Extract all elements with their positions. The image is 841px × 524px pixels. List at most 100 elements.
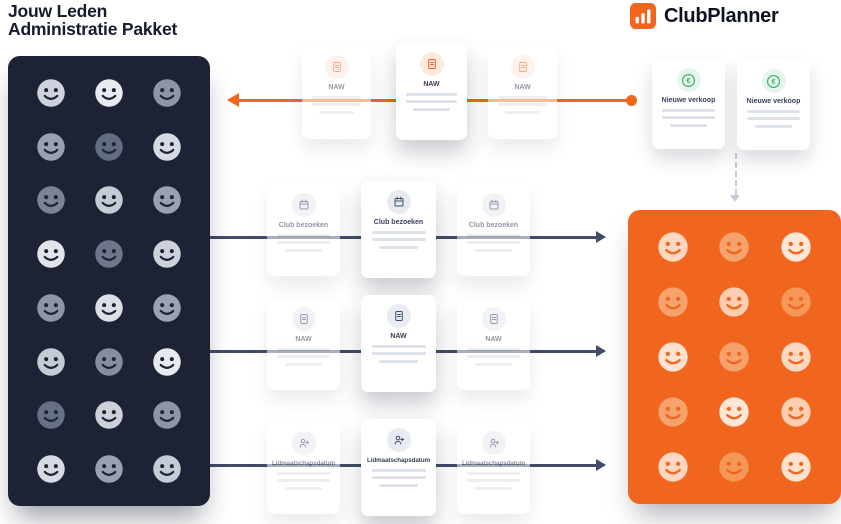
- member-smiley-icon: [94, 239, 124, 269]
- clubplanner-logo: ClubPlanner: [630, 3, 779, 29]
- member-smiley-icon: [36, 293, 66, 323]
- member-smiley-icon: [152, 400, 182, 430]
- card-label: NAW: [390, 333, 407, 340]
- member-smiley-icon: [152, 185, 182, 215]
- naw-card: NAW: [488, 46, 557, 139]
- placeholder-line: [474, 362, 513, 366]
- club-bezoeken-card: Club bezoeken: [457, 184, 530, 276]
- placeholder-line: [311, 103, 362, 106]
- lidmaatschapsdatum-card: Lidmaatschapsdatum: [267, 422, 340, 514]
- placeholder-line: [318, 110, 355, 114]
- member-smiley-icon: [152, 239, 182, 269]
- member-smiley-icon: [152, 347, 182, 377]
- placeholder-line: [277, 471, 330, 475]
- placeholder-line: [497, 103, 548, 106]
- placeholder-line: [284, 486, 323, 490]
- member-smiley-icon: [36, 132, 66, 162]
- document-icon: [386, 304, 411, 328]
- lidmaatschapsdatum-card: Lidmaatschapsdatum: [457, 422, 530, 514]
- arrow-left-icon: [227, 93, 239, 107]
- placeholder-line: [371, 230, 426, 234]
- member-add-icon: [386, 428, 411, 452]
- member-smiley-icon: [780, 341, 812, 373]
- member-smiley-icon: [718, 231, 750, 263]
- placeholder-line: [371, 352, 426, 355]
- member-smiley-icon: [94, 347, 124, 377]
- card-label: NAW: [423, 81, 440, 88]
- placeholder-line: [371, 476, 426, 479]
- placeholder-line: [405, 92, 458, 96]
- naw-card: NAW: [457, 298, 530, 390]
- member-smiley-icon: [36, 400, 66, 430]
- member-smiley-icon: [94, 400, 124, 430]
- placeholder-line: [754, 124, 793, 128]
- card-label: Club bezoeken: [278, 222, 329, 229]
- page-title: Jouw Leden Administratie Pakket: [8, 2, 177, 38]
- naw-card: NAW: [267, 298, 340, 390]
- placeholder-line: [371, 238, 426, 241]
- bar-chart-icon: [630, 3, 656, 29]
- member-smiley-icon: [94, 185, 124, 215]
- naw-card: NAW: [361, 295, 436, 392]
- placeholder-line: [669, 123, 708, 127]
- placeholder-line: [497, 95, 548, 99]
- card-label: Nieuwe verkoop: [746, 98, 801, 105]
- member-add-icon: [291, 431, 316, 455]
- placeholder-line: [504, 110, 541, 114]
- member-smiley-icon: [152, 78, 182, 108]
- member-smiley-icon: [94, 78, 124, 108]
- placeholder-line: [747, 109, 800, 113]
- clubplanner-panel: [628, 210, 841, 504]
- document-icon: [324, 55, 349, 79]
- arrow-down-icon: [730, 195, 740, 202]
- nieuwe-verkoop-card: Nieuwe verkoop: [737, 60, 810, 150]
- placeholder-line: [371, 468, 426, 472]
- member-smiley-icon: [36, 78, 66, 108]
- member-smiley-icon: [36, 454, 66, 484]
- card-label: Club bezoeken: [373, 219, 424, 226]
- page-title-line1: Jouw Leden: [8, 1, 108, 21]
- calendar-icon: [291, 193, 316, 217]
- dashed-down-arrow-line: [735, 153, 737, 195]
- arrow-right-icon: [596, 345, 606, 357]
- placeholder-line: [277, 347, 330, 351]
- member-smiley-icon: [718, 341, 750, 373]
- arrow-right-icon: [596, 231, 606, 243]
- member-smiley-icon: [152, 293, 182, 323]
- calendar-icon: [481, 193, 506, 217]
- naw-card: NAW: [302, 46, 371, 139]
- member-smiley-icon: [94, 293, 124, 323]
- placeholder-line: [467, 347, 520, 351]
- member-smiley-icon: [657, 231, 689, 263]
- member-smiley-icon: [94, 132, 124, 162]
- member-add-icon: [481, 431, 506, 455]
- euro-icon: [676, 68, 701, 92]
- brand-name: ClubPlanner: [664, 4, 779, 27]
- placeholder-line: [284, 248, 323, 252]
- member-smiley-icon: [657, 451, 689, 483]
- placeholder-line: [747, 117, 800, 120]
- placeholder-line: [379, 359, 418, 363]
- member-smiley-icon: [780, 396, 812, 428]
- lidmaatschapsdatum-card: Lidmaatschapsdatum: [361, 419, 436, 516]
- placeholder-line: [413, 107, 450, 111]
- placeholder-line: [284, 362, 323, 366]
- placeholder-line: [474, 248, 513, 252]
- placeholder-line: [467, 355, 520, 358]
- club-bezoeken-card: Club bezoeken: [361, 181, 436, 278]
- member-smiley-icon: [718, 451, 750, 483]
- placeholder-line: [662, 108, 715, 112]
- placeholder-line: [662, 116, 715, 119]
- member-smiley-icon: [780, 231, 812, 263]
- document-icon: [291, 307, 316, 331]
- card-label: Nieuwe verkoop: [661, 97, 716, 104]
- member-smiley-icon: [657, 286, 689, 318]
- card-label: NAW: [485, 336, 502, 343]
- page-title-line2: Administratie Pakket: [8, 19, 178, 39]
- club-bezoeken-card: Club bezoeken: [267, 184, 340, 276]
- placeholder-line: [474, 486, 513, 490]
- member-smiley-icon: [657, 396, 689, 428]
- card-label: NAW: [514, 84, 531, 91]
- card-label: Club bezoeken: [468, 222, 519, 229]
